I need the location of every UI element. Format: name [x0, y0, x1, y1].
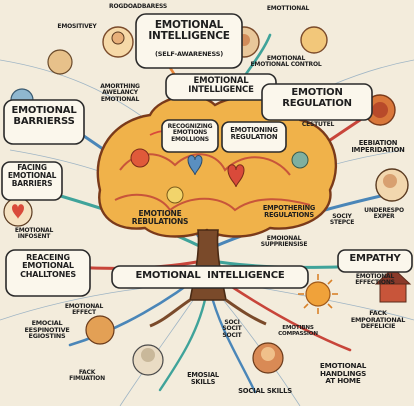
- title-self-awareness: (SELF-AWARENESS): [155, 50, 223, 58]
- recognizing-frame: [161, 119, 219, 153]
- label-small-emotibn: EMOTIBNS COMPASSION: [278, 325, 318, 337]
- label-ebbiation: EEBIATION IMPERIDATION: [351, 139, 405, 155]
- label-top-banner: ROGDOADBARESS: [109, 3, 167, 10]
- label-facing-barriers: FACING EMOTIONAL BARRIERS: [7, 163, 57, 188]
- label-fack-emporational: FACK EMPORATIONAL DEFELICIE: [350, 309, 406, 331]
- branch-bottom-right: [208, 288, 257, 394]
- reacting-frame: [5, 249, 91, 297]
- label-recognizing: RECOGNIZING EMOTIONS EMOLLIONS: [167, 123, 213, 143]
- label-top-right: EMOTTIONAL: [266, 5, 310, 12]
- label-center-band: EMOTIONAL INTELLIGENCE: [188, 76, 254, 95]
- label-under-responding: UNDERESPO EXPER: [364, 207, 404, 221]
- label-left-mid-small: EMOTIONAL EFFECT: [64, 303, 104, 317]
- house-icon: [374, 267, 412, 303]
- label-cestutel: CESTUTEL: [301, 121, 335, 128]
- label-emotional-barriers: EMOTIONAL BARRIERSS: [11, 105, 77, 127]
- label-emotional-control: EMOTIONAL EMOTIONAL CONTROL: [250, 55, 322, 69]
- sun-icon: [298, 274, 338, 314]
- face-icon: [300, 26, 328, 54]
- label-sociy-stepce: SOCIY STEPCE: [329, 213, 355, 227]
- emotioning-frame: [221, 121, 287, 153]
- label-small-left-top: EMOTIONAL INFOSENT: [14, 227, 54, 241]
- label-social-skills: SOCIAL SKILLS: [238, 387, 292, 395]
- label-empathy-sub: EMOTIONAL EFFECTIONS: [355, 273, 395, 287]
- facing-frame: [1, 161, 63, 201]
- portrait-icon: [47, 49, 73, 75]
- label-emotion-regulation: EMOTION REGULATION: [282, 87, 352, 109]
- label-frames: [1, 13, 413, 297]
- label-empathy: EMPATHY: [349, 253, 401, 264]
- branch-bottom-left: [158, 288, 209, 392]
- label-central-banner: EMOTIONAL INTELLIGENCE: [135, 270, 285, 281]
- central-banner-frame: [111, 265, 309, 289]
- label-emotioning-regulation: EMOTIONING REGULATION: [230, 126, 278, 142]
- title-emotional-intelligence: EMOTIONAL INTELLIGENCE: [148, 19, 230, 43]
- regulation-frame: [261, 83, 373, 121]
- barriers-frame: [3, 99, 85, 145]
- label-soci-socit: SOCI SOCIT SOCIT: [222, 319, 242, 339]
- heart-icon: [227, 164, 245, 188]
- label-empowering-regulations: EMPOTHERING REGULATIONS: [262, 204, 316, 219]
- label-reacting-challenges: REACEING EMOTIONAL CHALLTONES: [20, 253, 76, 279]
- label-emosial-skills: EMOSIAL SKILLS: [187, 371, 219, 386]
- label-fack-fimuation: FACK FIMUATION: [69, 369, 105, 383]
- label-emotional-suppression: EMOIONAL SUPPRIENSISE: [260, 235, 308, 249]
- label-emositivey: EMOSITIVEY: [57, 23, 97, 30]
- scroll-icon: [85, 315, 115, 345]
- title-frame: [135, 13, 243, 69]
- tree-roots: [149, 298, 267, 328]
- heart-icon: [187, 155, 203, 176]
- label-amorthing: AMORTHING AWELANCY EMOTIONAL: [100, 83, 140, 103]
- label-emocial: EMOCIAL EESPINOTIVE EGIOSTINS: [24, 319, 70, 341]
- empathy-frame: [337, 249, 413, 273]
- label-emotione-rebulations: EMOTIONE REBULATIONS: [131, 209, 189, 226]
- label-emotional-handlings: EMOTIONAL HANDLINGS AT HOME: [319, 361, 367, 386]
